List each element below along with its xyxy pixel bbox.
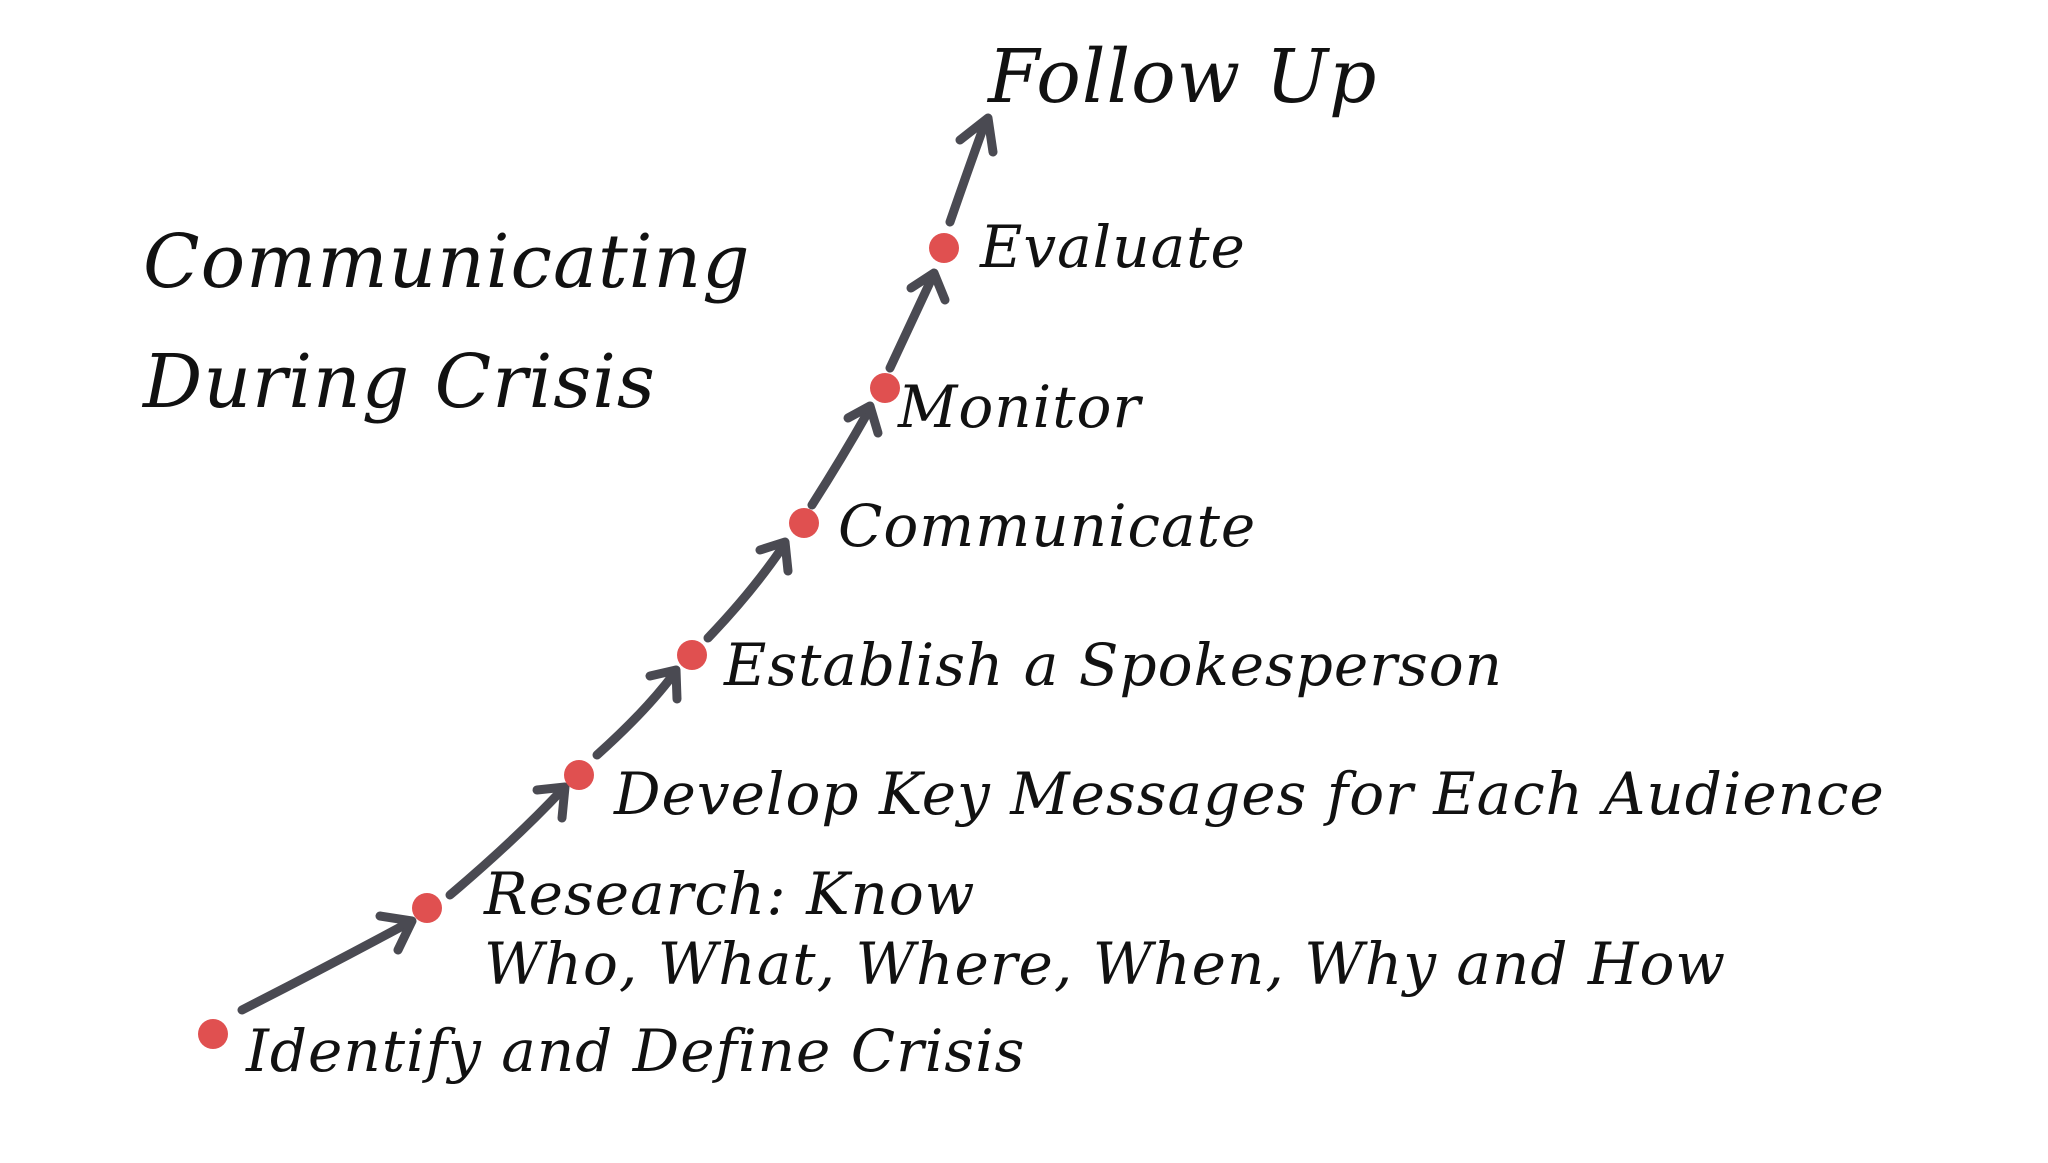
- step-label-evaluate: Evaluate: [980, 213, 1246, 281]
- step-label-establish: Establish a Spokesperson: [724, 631, 1504, 699]
- arrowhead-5: [843, 401, 883, 438]
- arrowhead-7: [955, 113, 998, 157]
- follow-up-label: Follow Up: [988, 34, 1378, 120]
- arrowhead-3: [645, 665, 682, 704]
- diagram-title-line-1: Communicating: [143, 219, 751, 305]
- step-dot-identify: [198, 1019, 228, 1049]
- step-label-monitor: Monitor: [898, 373, 1142, 441]
- arrow-segment-6: [885, 273, 937, 373]
- step-label-research-line-1: Research: Know: [484, 860, 976, 928]
- arrow-segment-3: [592, 670, 678, 760]
- step-dot-monitor: [870, 373, 900, 403]
- arrow-segment-2: [445, 785, 567, 900]
- arrow-segment-1: [237, 917, 415, 1015]
- arrow-segment-7: [945, 118, 990, 227]
- arrow-segment-5: [807, 407, 873, 510]
- arrowhead-2: [532, 782, 570, 823]
- step-dot-establish: [677, 640, 707, 670]
- step-dot-evaluate: [929, 233, 959, 263]
- arrow-segment-4: [703, 543, 787, 643]
- arrowhead-1: [375, 911, 417, 955]
- step-dot-communicate: [789, 508, 819, 538]
- step-label-identify: Identify and Define Crisis: [246, 1017, 1026, 1085]
- arrowhead-6: [906, 268, 950, 305]
- step-dot-research: [412, 893, 442, 923]
- step-label-communicate: Communicate: [838, 492, 1257, 560]
- step-label-develop: Develop Key Messages for Each Audience: [614, 760, 1885, 828]
- diagram-title-line-2: During Crisis: [143, 339, 656, 425]
- step-dot-develop: [564, 760, 594, 790]
- step-label-research-line-2: Who, What, Where, When, Why and How: [484, 930, 1727, 998]
- arrowhead-4: [755, 537, 793, 576]
